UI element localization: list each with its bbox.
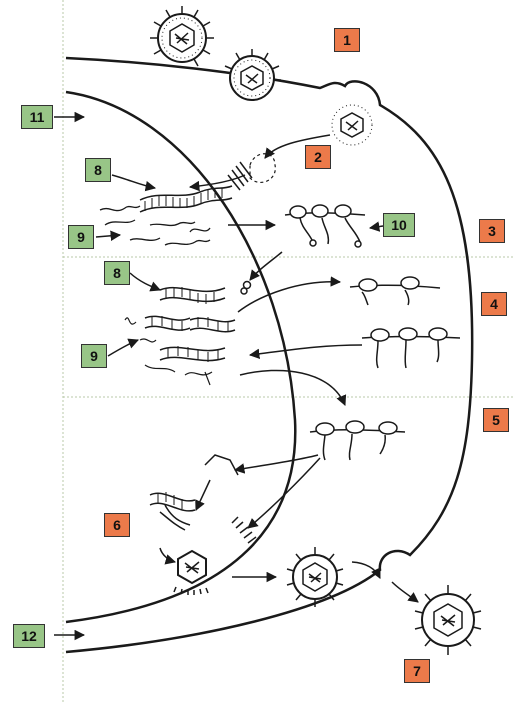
label-5: 5 bbox=[483, 408, 509, 432]
nuclear-envelope-glycoproteins bbox=[232, 517, 256, 543]
viral-dna-nuclear-top bbox=[140, 186, 232, 212]
label-6: 6 bbox=[104, 513, 130, 537]
cell-membrane bbox=[66, 58, 472, 652]
polysome-structural bbox=[310, 421, 405, 460]
label-3: 3 bbox=[479, 219, 505, 243]
virion-attaching bbox=[225, 49, 281, 100]
viral-dna-nuclear-middle bbox=[160, 287, 225, 304]
label-11: 11 bbox=[21, 105, 53, 129]
label-10: 10 bbox=[383, 213, 415, 237]
viral-mrna-nuclear-top bbox=[100, 206, 210, 245]
label-9-middle: 9 bbox=[81, 344, 107, 368]
assembling-dna bbox=[150, 492, 195, 530]
endocytosed-capsid bbox=[332, 105, 372, 145]
label-8-middle: 8 bbox=[104, 261, 130, 285]
virion-cytoplasmic bbox=[287, 547, 343, 607]
virion-extracellular bbox=[150, 6, 214, 66]
uncoated-capsid bbox=[250, 154, 275, 183]
label-4: 4 bbox=[481, 292, 507, 316]
label-8-top: 8 bbox=[85, 158, 111, 182]
label-7: 7 bbox=[404, 659, 430, 683]
replicating-dna bbox=[125, 316, 235, 385]
polysome-middle bbox=[350, 277, 440, 305]
label-1: 1 bbox=[334, 28, 360, 52]
early-protein bbox=[241, 282, 251, 295]
polysome-early bbox=[285, 205, 365, 247]
label-2: 2 bbox=[305, 145, 331, 169]
label-12: 12 bbox=[13, 624, 45, 648]
capsid-protein-fragment bbox=[205, 455, 238, 475]
label-9-top: 9 bbox=[68, 225, 94, 249]
virion-released bbox=[415, 585, 481, 655]
polysome-late bbox=[362, 328, 460, 368]
